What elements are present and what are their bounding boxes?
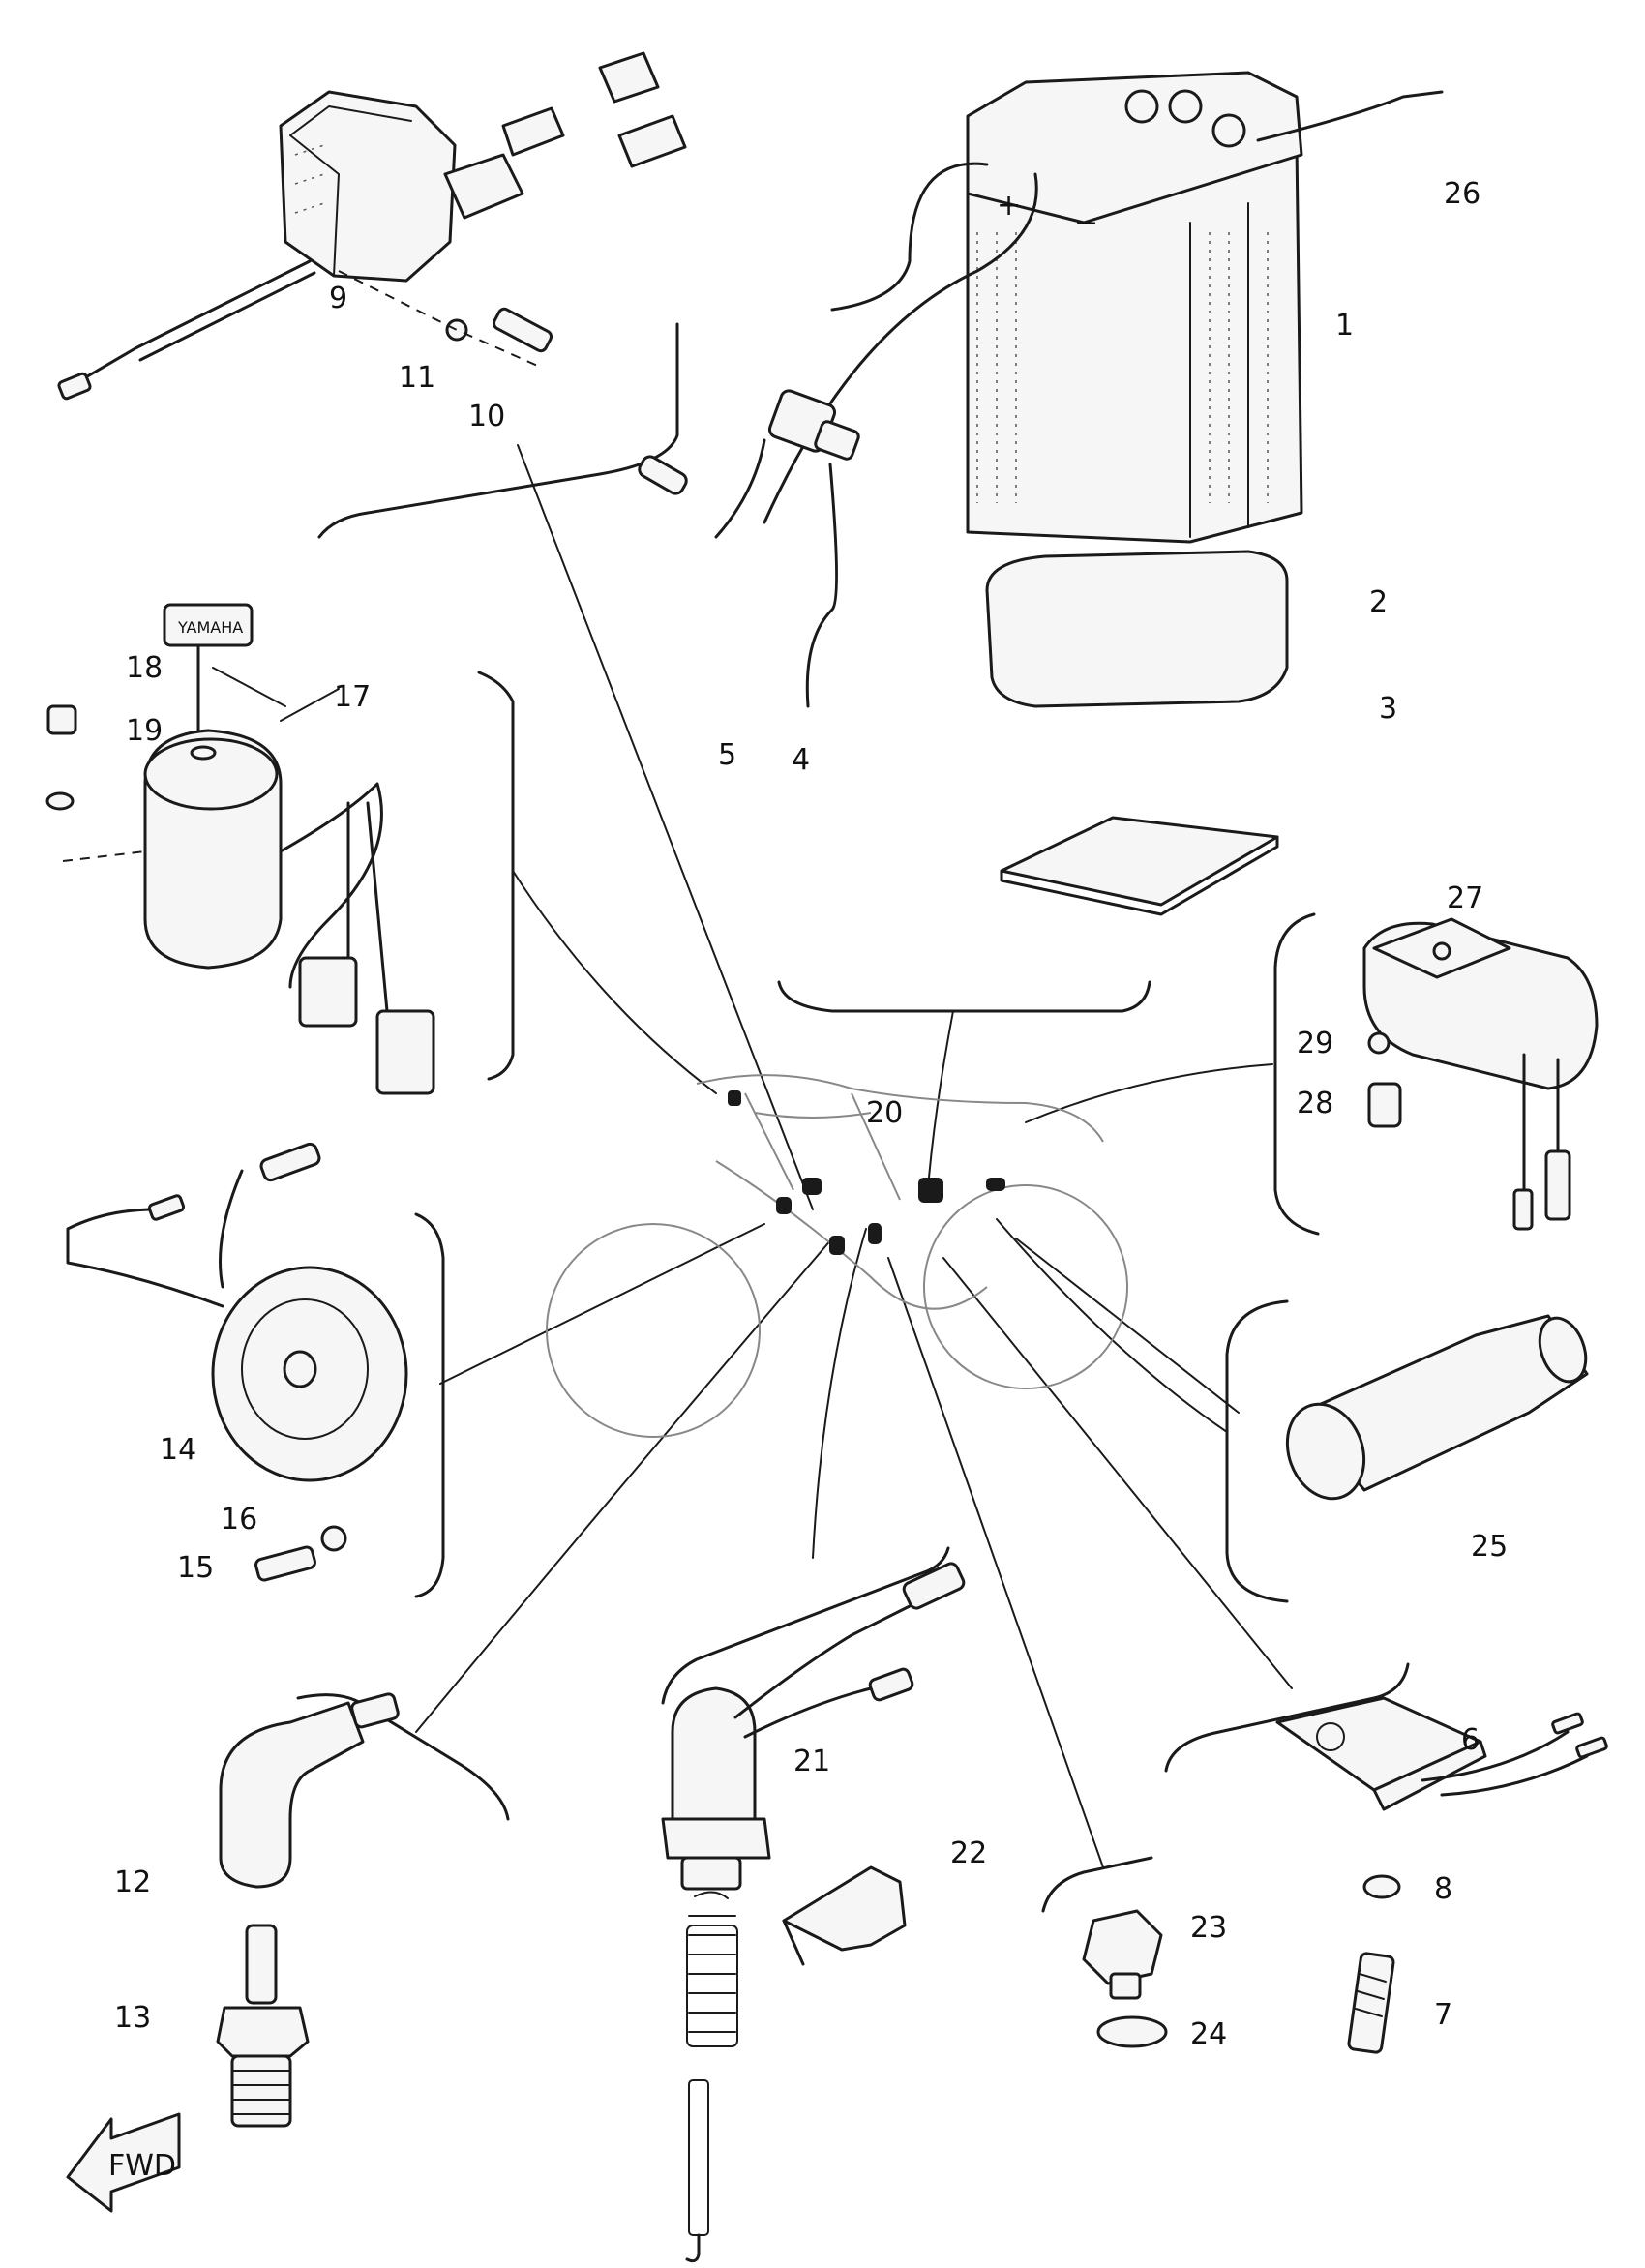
screw-18-icon — [46, 704, 77, 735]
washer-11-icon — [445, 318, 468, 342]
bolt-15-icon — [254, 1545, 316, 1582]
label-29: 29 — [1297, 1027, 1333, 1060]
group-brackets — [296, 322, 1410, 1913]
label-19: 19 — [126, 714, 163, 748]
washer-8-icon — [1362, 1874, 1401, 1899]
label-27: 27 — [1447, 881, 1483, 915]
label-7: 7 — [1434, 1998, 1452, 2032]
label-11: 11 — [399, 361, 435, 395]
label-5: 5 — [718, 738, 736, 772]
battery-plus-sign: + — [997, 189, 1021, 223]
label-2: 2 — [1369, 585, 1388, 619]
label-10: 10 — [468, 400, 505, 433]
label-13: 13 — [114, 2001, 151, 2035]
label-21: 21 — [793, 1745, 830, 1778]
label-8: 8 — [1434, 1872, 1452, 1906]
motorcycle-silhouette — [546, 1074, 1128, 1438]
screw-10-icon — [492, 307, 553, 353]
flasher-relay-assembly: 27 29 28 — [1297, 881, 1599, 1231]
main-switch-assembly: YAMAHA 18 19 17 — [45, 603, 435, 1095]
stop-switch-assembly: 21 22 20 — [661, 1096, 987, 2263]
key-icon — [163, 603, 254, 647]
battery-band-2 — [985, 550, 1289, 708]
label-18: 18 — [126, 651, 163, 685]
fwd-label: FWD — [108, 2149, 176, 2183]
label-22: 22 — [950, 1836, 987, 1870]
label-20: 20 — [866, 1096, 903, 1130]
harness-connector-marks — [728, 1090, 1005, 1255]
horn-assembly: 14 16 15 — [66, 1142, 408, 1585]
label-16: 16 — [221, 1503, 257, 1537]
label-17: 17 — [334, 680, 371, 714]
label-6: 6 — [1461, 1723, 1480, 1757]
label-15: 15 — [177, 1551, 214, 1585]
battery-assembly: + − 1 2 3 4 5 26 — [638, 71, 1480, 916]
fuse-5 — [638, 455, 688, 495]
battery-minus-sign: − — [1074, 206, 1098, 240]
label-24: 24 — [1190, 2017, 1227, 2051]
spark-plug-assembly: 12 13 — [114, 1692, 400, 2128]
boot-25: 25 — [1285, 1314, 1589, 1564]
label-25: 25 — [1471, 1530, 1508, 1564]
ignition-coil-assembly: 9 11 10 — [57, 51, 687, 433]
washer-19-icon — [45, 791, 75, 811]
bracket-22-icon — [782, 1865, 907, 1952]
label-12: 12 — [114, 1865, 151, 1899]
label-28: 28 — [1297, 1087, 1333, 1120]
label-1: 1 — [1335, 309, 1354, 343]
forward-arrow-icon: FWD — [66, 2112, 181, 2213]
bolt-28-icon — [1367, 1082, 1402, 1128]
washer-16-icon — [320, 1525, 347, 1552]
label-3: 3 — [1379, 692, 1397, 726]
label-9: 9 — [329, 282, 347, 315]
cutout-relay-assembly: 6 8 7 — [1275, 1696, 1608, 2054]
label-26: 26 — [1444, 177, 1480, 211]
label-4: 4 — [792, 743, 810, 777]
leader-lines — [415, 444, 1293, 1868]
washer-29-icon — [1367, 1031, 1391, 1055]
screw-7-icon — [1347, 1952, 1395, 2054]
washer-24-icon — [1096, 2015, 1168, 2048]
neutral-switch-assembly: 23 24 — [1082, 1909, 1227, 2051]
label-23: 23 — [1190, 1911, 1227, 1945]
label-14: 14 — [160, 1433, 196, 1467]
key-brand-text: YAMAHA — [177, 618, 243, 637]
battery-pad-3 — [1000, 816, 1279, 907]
